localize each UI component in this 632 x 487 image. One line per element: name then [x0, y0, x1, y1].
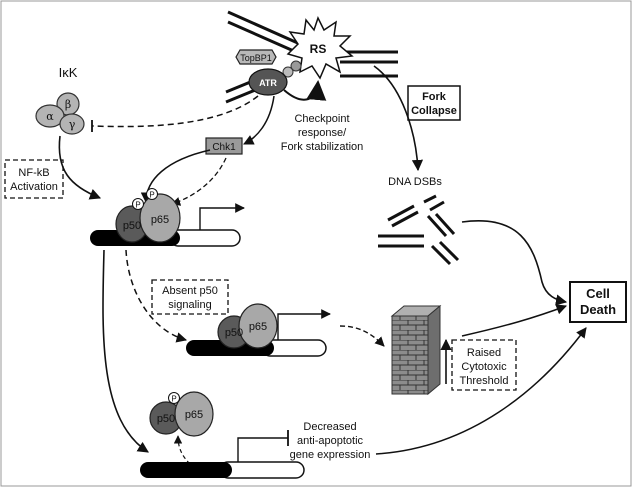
- fork-collapse-box: Fork Collapse: [407, 85, 461, 121]
- svg-text:Checkpoint: Checkpoint: [294, 113, 349, 125]
- svg-text:anti-apoptotic: anti-apoptotic: [297, 435, 364, 447]
- svg-text:gene expression: gene expression: [290, 449, 371, 461]
- nfkb-dimer-bottom: p50 p65 P: [149, 391, 214, 437]
- absent-p50-box: Absent p50 signaling: [151, 279, 229, 315]
- nfkb-activation-box: NF-kB Activation: [4, 159, 64, 199]
- atr-protein: ATR: [248, 68, 288, 96]
- atr-chk1-arrow: [243, 95, 275, 145]
- svg-text:β: β: [65, 98, 71, 111]
- svg-text:P: P: [149, 191, 154, 200]
- brick-wall: [390, 304, 442, 396]
- nfkb-bottom-arrow: [102, 249, 149, 453]
- rs-starburst: RS: [286, 16, 354, 80]
- svg-text:γ: γ: [69, 118, 76, 131]
- atr-label: ATR: [259, 78, 277, 88]
- fork-bead: [290, 60, 302, 72]
- atr-ikk-inhibition: [91, 95, 259, 128]
- nfkb-dimer-middle: p50 p65: [217, 303, 278, 349]
- nfkb-dimer-top: p50 p65 P P: [115, 188, 181, 243]
- absent-p50-arrow: [125, 249, 188, 343]
- ikk-complex: IκK β α γ: [35, 65, 85, 135]
- svg-text:p50: p50: [225, 327, 243, 339]
- svg-text:signaling: signaling: [168, 299, 211, 311]
- svg-text:Fork stabilization: Fork stabilization: [281, 141, 364, 153]
- svg-text:α: α: [46, 110, 54, 123]
- raised-threshold-box: Raised Cytotoxic Threshold: [451, 339, 517, 391]
- rs-label: RS: [310, 42, 327, 56]
- checkpoint-arrow: [283, 80, 327, 101]
- dissociation-arrow: [173, 435, 191, 465]
- svg-text:P: P: [135, 201, 140, 210]
- svg-text:p50: p50: [123, 220, 141, 232]
- svg-text:response/: response/: [298, 127, 347, 139]
- fork-bead: [282, 66, 294, 78]
- svg-text:Activation: Activation: [10, 181, 58, 193]
- promoter-bottom: [140, 430, 305, 479]
- wall-death-arrow: [461, 304, 567, 337]
- promoter-wall-arrow: [339, 325, 385, 347]
- topbp1-protein: TopBP1: [235, 49, 277, 65]
- svg-text:NF-kB: NF-kB: [18, 167, 49, 179]
- expression-death-arrow: [375, 327, 587, 455]
- svg-text:p65: p65: [249, 321, 267, 333]
- svg-text:P: P: [171, 395, 176, 404]
- topbp1-label: TopBP1: [240, 53, 272, 63]
- chk1-p65-arrow: [171, 157, 227, 206]
- svg-text:Threshold: Threshold: [460, 375, 509, 387]
- ikk-nfkb-arrow: [58, 135, 102, 200]
- svg-text:Raised: Raised: [467, 347, 501, 359]
- svg-text:p65: p65: [151, 214, 169, 226]
- svg-text:p65: p65: [185, 409, 203, 421]
- chk1-label: Chk1: [212, 142, 236, 153]
- svg-text:p50: p50: [157, 413, 175, 425]
- dna-dsb-fragments: [378, 194, 460, 266]
- svg-text:Cytotoxic: Cytotoxic: [461, 361, 507, 373]
- rs-dsb-arrow: [373, 65, 424, 172]
- svg-text:Collapse: Collapse: [411, 105, 457, 117]
- svg-text:Cell: Cell: [586, 286, 610, 301]
- checkpoint-response-label: Checkpoint response/ Fork stabilization: [281, 113, 364, 153]
- chk1-protein: Chk1: [205, 137, 243, 155]
- dsb-death-arrow: [461, 220, 568, 306]
- decreased-expression-label: Decreased anti-apoptotic gene expression: [290, 421, 371, 461]
- svg-text:Death: Death: [580, 302, 616, 317]
- svg-text:Absent p50: Absent p50: [162, 285, 218, 297]
- svg-text:Fork: Fork: [422, 91, 447, 103]
- dna-dsbs-label: DNA DSBs: [388, 176, 442, 188]
- svg-text:Decreased: Decreased: [303, 421, 356, 433]
- ikk-label: IκK: [59, 65, 78, 80]
- cell-death-box: Cell Death: [569, 281, 627, 323]
